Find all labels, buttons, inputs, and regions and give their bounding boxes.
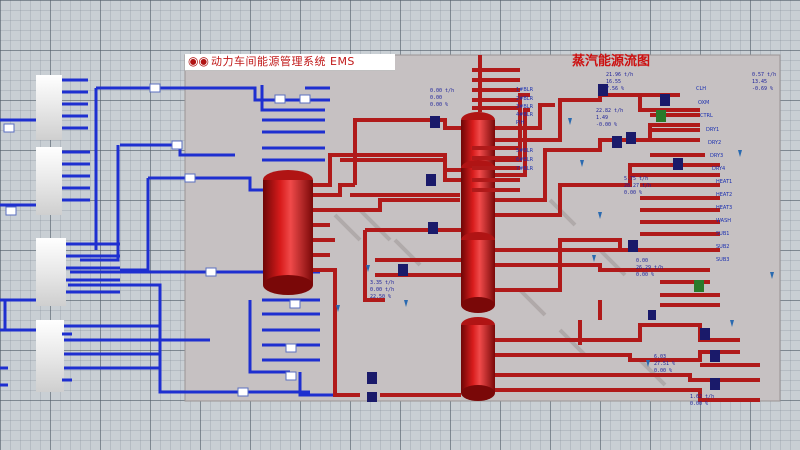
steam-branch-label[interactable]: 7#BLR [516, 166, 534, 172]
steam-branch-label[interactable]: SUB3 [716, 257, 730, 263]
steam-branch-label[interactable]: 4#BLR [516, 112, 534, 118]
steam-header-tanks [461, 112, 495, 401]
steam-branch-label[interactable]: DRY4 [712, 166, 726, 172]
meter-reading: 0.00 t/h [430, 88, 455, 94]
meter-reading: -0.69 % [752, 86, 774, 92]
steam-branch-label[interactable]: CLH [696, 86, 707, 92]
meter-reading: 1.62 t/h [690, 394, 715, 400]
meter-reading: 0.00 % [430, 102, 449, 108]
meter-reading: 0.00 % [654, 368, 673, 374]
diagram-title: 蒸汽能源流图 [572, 54, 651, 69]
steam-branch-label[interactable]: 2#BLR [516, 96, 534, 102]
steam-branch-label[interactable]: 3#BLR [516, 104, 534, 110]
steam-branch-label[interactable]: 1#BLR [516, 87, 534, 93]
steam-branch-label[interactable]: HEAT1 [716, 179, 733, 185]
meter-reading: 26.29 t/h [636, 265, 664, 271]
steam-branch-label[interactable]: CTRL [700, 113, 713, 119]
meter-reading: 7.56 % [606, 86, 625, 92]
system-title: 动力车间能源管理系统 EMS [211, 55, 355, 68]
meter-reading: 28.27 t/h [624, 183, 652, 189]
flow-meters[interactable] [367, 84, 720, 402]
meter-reading: 6.03 [654, 354, 667, 360]
meter-reading: 1.49 [596, 115, 609, 121]
system-title-bar: ◉◉ 动力车间能源管理系统 EMS [185, 54, 395, 71]
steam-branch-label[interactable]: HEAT2 [716, 192, 733, 198]
steam-branch-label[interactable]: DRY3 [710, 153, 724, 159]
meter-reading: 3.35 t/h [370, 280, 395, 286]
meter-reading: 22.82 t/h [596, 108, 624, 114]
company-logo-icon: ◉◉ [188, 54, 209, 68]
steam-branch-label[interactable]: HEAT3 [716, 205, 733, 211]
meter-reading: 27.51 % [654, 361, 676, 367]
meter-reading: 0.57 t/h [752, 72, 777, 78]
steam-branch-label[interactable]: SUB1 [716, 231, 730, 237]
meter-reading: 0.00 [636, 258, 649, 264]
meter-reading: -0.00 % [596, 122, 618, 128]
steam-header-tank-main [263, 170, 313, 295]
meter-reading: 16.55 [606, 79, 622, 85]
meter-reading: 5.75 t/h [624, 176, 649, 182]
steam-branch-label[interactable]: DRY1 [706, 127, 720, 133]
water-valves[interactable] [3, 83, 311, 397]
steam-branch-label[interactable]: OXM [698, 100, 710, 106]
meter-reading: 0.00 % [690, 401, 709, 407]
steam-pipes [313, 55, 760, 402]
meter-reading: 22.50 % [370, 294, 392, 300]
steam-branch-label[interactable]: WASH [716, 218, 732, 224]
steam-branch-label[interactable]: PIH [516, 120, 525, 126]
meter-reading: 21.96 t/h [606, 72, 634, 78]
meter-reading: 0.00 % [636, 272, 655, 278]
steam-branch-label[interactable]: 6#BLR [516, 157, 534, 163]
steam-branch-label[interactable]: 5#BLR [516, 148, 534, 154]
meter-reading: 0.00 % [624, 190, 643, 196]
water-manifolds [36, 75, 66, 392]
meter-reading: 13.45 [752, 79, 768, 85]
pipe-shadows [333, 198, 667, 387]
flow-arrows [336, 118, 774, 367]
steam-branch-label[interactable]: SUB2 [716, 244, 730, 250]
steam-branch-label[interactable]: DRY2 [708, 140, 722, 146]
meter-reading: 0.00 [430, 95, 443, 101]
meter-reading: 0.00 t/h [370, 287, 395, 293]
